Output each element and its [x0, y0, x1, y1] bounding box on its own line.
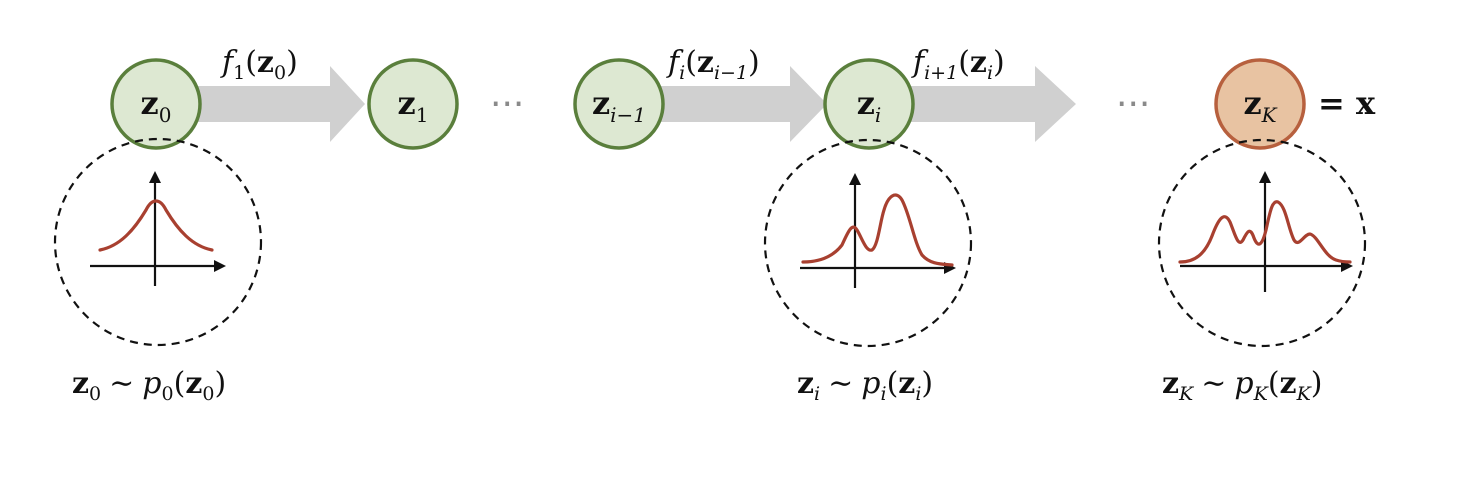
label-z0-dist: z0∼p0(z0) [72, 366, 226, 405]
ellipsis-1: ··· [490, 84, 524, 125]
density-icon-multimodal [1157, 138, 1367, 348]
node-z0: z0 [110, 58, 202, 150]
node-z-i-minus-1: zi−1 [573, 58, 665, 150]
label-zi-dist: zi∼pi(zi) [797, 366, 933, 405]
label-zK-dist: zK∼pK(zK) [1162, 366, 1323, 405]
arrow-fi [655, 66, 827, 142]
arrow-fi1 [905, 66, 1076, 142]
density-icon-bimodal [763, 138, 973, 348]
density-icon-unimodal [53, 137, 263, 347]
svg-text:zK: zK [1243, 84, 1277, 127]
svg-text:z0: z0 [141, 84, 172, 127]
output-equals-x: = x [1318, 84, 1376, 122]
node-z-K: zK [1214, 58, 1306, 150]
label-f1: f1(z0) [220, 45, 298, 84]
label-fi1: fi+1(zi) [911, 45, 1005, 84]
svg-text:zi: zi [857, 84, 882, 127]
svg-text:zi−1: zi−1 [592, 84, 646, 127]
svg-text:z1: z1 [398, 84, 429, 127]
arrow-f1 [195, 66, 365, 142]
ellipsis-2: ··· [1116, 84, 1150, 125]
node-z1: z1 [367, 58, 459, 150]
label-fi: fi(zi−1) [666, 45, 760, 84]
node-z-i: zi [823, 58, 915, 150]
